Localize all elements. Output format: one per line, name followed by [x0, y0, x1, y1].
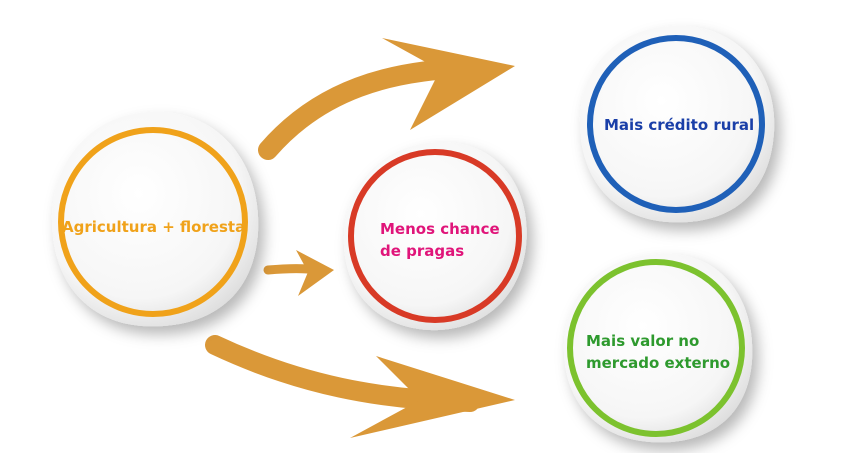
node-agricultura-ring — [58, 127, 248, 317]
node-credito-ring — [587, 35, 765, 213]
node-pragas-ring — [348, 149, 522, 323]
label-agricultura: Agricultura + floresta — [62, 218, 246, 236]
label-valor: Mais valor no mercado externo — [586, 332, 731, 372]
label-pragas: Menos chance de pragas — [380, 220, 500, 260]
node-valor — [563, 253, 753, 443]
label-credito: Mais crédito rural — [604, 116, 755, 134]
arrow-to-pragas — [263, 250, 334, 296]
node-pragas — [343, 141, 527, 331]
node-valor-ring — [567, 259, 745, 437]
node-credito — [580, 25, 775, 223]
node-agricultura — [52, 111, 259, 327]
arrow-to-credito — [258, 38, 515, 160]
arrow-to-valor — [205, 335, 515, 438]
